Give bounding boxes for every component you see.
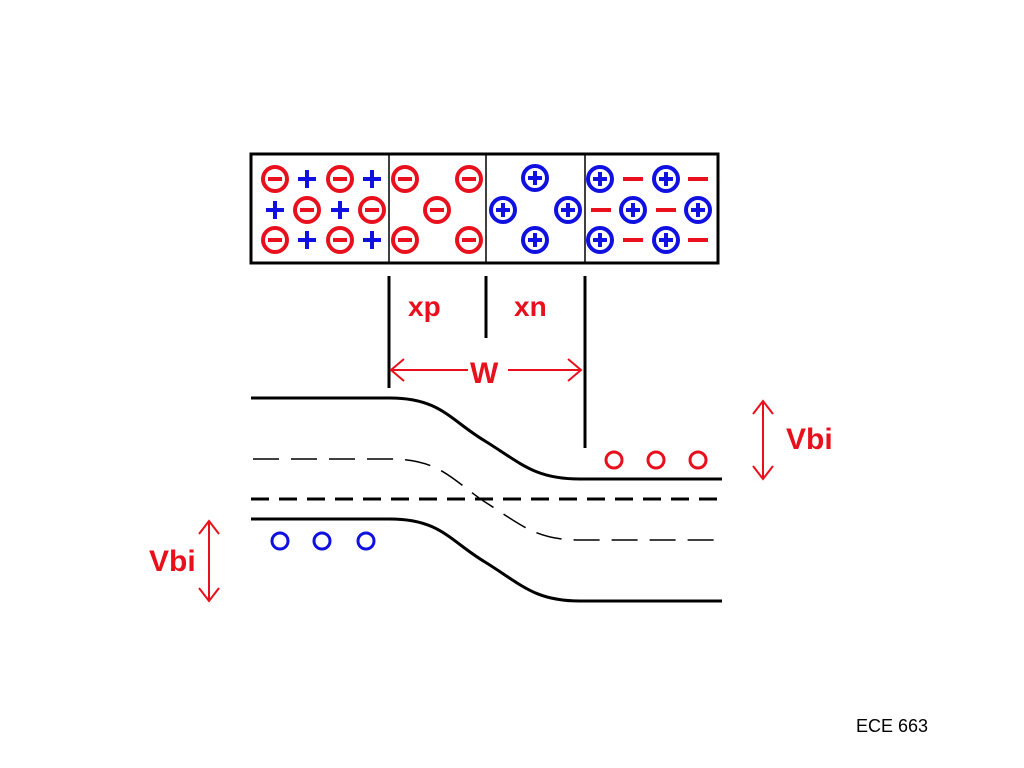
vbi-right-label: Vbi <box>786 423 833 456</box>
donor-icon <box>684 196 712 224</box>
donor-icon <box>586 226 614 254</box>
w-arrow <box>389 358 583 382</box>
acceptor-icon <box>261 226 289 254</box>
holes-p-side <box>270 531 376 551</box>
valence-band <box>251 517 722 603</box>
acceptor-icon <box>455 226 483 254</box>
acceptor-icon <box>326 226 354 254</box>
crystal-box <box>249 152 720 265</box>
donor-icon <box>619 196 647 224</box>
conduction-band <box>251 396 722 481</box>
hole-icon <box>361 229 383 251</box>
electrons-n-side <box>604 450 708 470</box>
donor-icon <box>489 196 517 224</box>
acceptor-icon <box>326 165 354 193</box>
n-depletion-region <box>489 164 582 254</box>
acceptor-icon <box>261 165 289 193</box>
carrier-icon <box>312 531 332 551</box>
n-neutral-region <box>586 165 712 254</box>
acceptor-icon <box>391 226 419 254</box>
donor-icon <box>554 196 582 224</box>
vbi-left-label: Vbi <box>149 545 196 578</box>
donor-icon <box>521 226 549 254</box>
intrinsic-level <box>253 458 722 541</box>
acceptor-icon <box>391 165 419 193</box>
donor-icon <box>652 165 680 193</box>
p-neutral-region <box>261 165 386 254</box>
carrier-icon <box>270 531 290 551</box>
hole-icon <box>361 168 383 190</box>
xp-label: xp <box>408 291 441 322</box>
hole-icon <box>264 199 286 221</box>
donor-icon <box>521 164 549 192</box>
hole-icon <box>329 199 351 221</box>
hole-icon <box>296 229 318 251</box>
carrier-icon <box>688 450 708 470</box>
hole-icon <box>296 168 318 190</box>
w-label: W <box>470 357 499 390</box>
acceptor-icon <box>358 196 386 224</box>
vbi-right-arrow <box>752 399 774 481</box>
carrier-icon <box>646 450 666 470</box>
course-footer: ECE 663 <box>856 716 929 736</box>
carrier-icon <box>604 450 624 470</box>
vbi-left-arrow <box>198 519 220 603</box>
acceptor-icon <box>423 196 451 224</box>
acceptor-icon <box>455 165 483 193</box>
donor-icon <box>586 165 614 193</box>
p-depletion-region <box>391 165 483 254</box>
acceptor-icon <box>293 196 321 224</box>
carrier-icon <box>356 531 376 551</box>
xn-label: xn <box>514 291 547 322</box>
donor-icon <box>652 226 680 254</box>
